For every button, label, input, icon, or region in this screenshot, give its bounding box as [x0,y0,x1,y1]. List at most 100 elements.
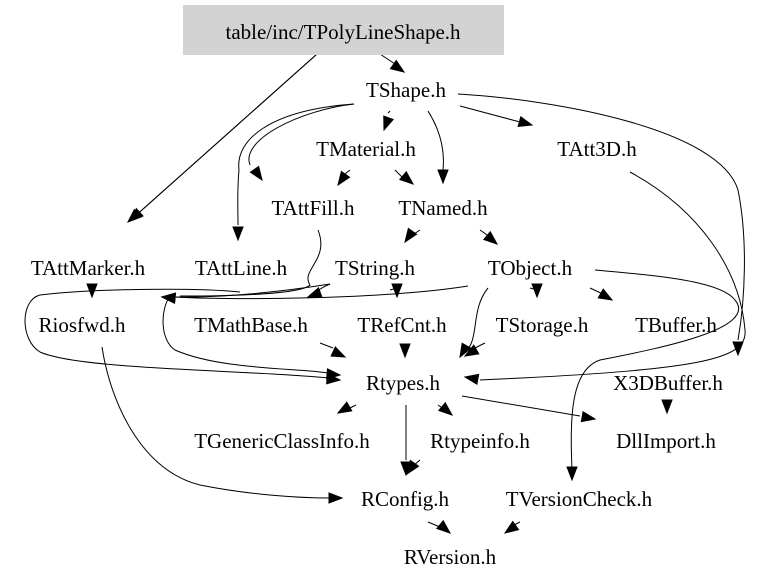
dependency-edge [427,521,441,528]
dependency-edge [461,395,581,417]
node-label: TString.h [335,256,415,280]
node-label: TGenericClassInfo.h [194,429,370,453]
graph-node-x3dbuffer[interactable]: X3DBuffer.h [613,371,723,395]
node-label: TAttFill.h [272,196,355,220]
graph-node-root[interactable]: table/inc/TPolyLineShape.h [183,5,504,55]
arrowhead-icon [337,170,351,187]
dependency-edge [101,346,331,499]
node-label: Rtypes.h [366,371,441,395]
arrowhead-icon [160,292,176,304]
node-label: table/inc/TPolyLineShape.h [225,20,461,44]
arrowhead-icon [463,344,480,357]
graph-node-dllimport[interactable]: DllImport.h [616,429,716,453]
arrowhead-icon [399,343,411,359]
graph-node-tattmarker[interactable]: TAttMarker.h [31,256,146,280]
node-label: TAttMarker.h [31,256,146,280]
graph-node-tatt3d[interactable]: TAtt3D.h [557,137,637,161]
root-node-box [183,5,504,55]
graph-node-tmathbase[interactable]: TMathBase.h [194,313,308,337]
node-label: TVersionCheck.h [506,487,653,511]
arrowhead-icon [437,401,454,416]
graph-node-tnamed[interactable]: TNamed.h [398,196,488,220]
dependency-edge [237,103,355,226]
arrowhead-icon [330,346,347,358]
dependency-edge [319,342,334,349]
arrowhead-icon [597,288,614,301]
node-label: TBuffer.h [635,313,717,337]
node-label: Riosfwd.h [39,313,126,337]
graph-node-tversioncheck[interactable]: TVersionCheck.h [506,487,653,511]
arrowhead-icon [389,59,406,73]
arrowhead-icon [566,466,578,482]
node-label: TNamed.h [398,196,488,220]
graph-node-rtypes[interactable]: Rtypes.h [366,371,441,395]
node-label: Rtypeinfo.h [430,429,530,453]
arrowhead-icon [249,165,263,182]
graph-node-tgenericclassinfo[interactable]: TGenericClassInfo.h [194,429,370,453]
arrowhead-icon [503,520,520,534]
dependency-edge [474,342,486,349]
arrowhead-icon [391,283,403,299]
node-label: TAttLine.h [195,256,288,280]
dependency-edge [174,283,331,298]
graph-node-rversion[interactable]: RVersion.h [404,545,497,569]
arrowhead-icon [531,283,543,299]
dependency-edge [459,105,521,123]
dependency-edge [39,288,241,296]
graph-node-trefcnt[interactable]: TRefCnt.h [357,313,447,337]
graph-node-tbuffer[interactable]: TBuffer.h [635,313,717,337]
graph-node-tmaterial[interactable]: TMaterial.h [316,137,416,161]
edges-layer [24,53,746,534]
node-label: TObject.h [488,256,573,280]
node-label: TMaterial.h [316,137,416,161]
graph-node-rtypeinfo[interactable]: Rtypeinfo.h [430,429,530,453]
arrowhead-icon [328,492,344,504]
node-label: TMathBase.h [194,313,308,337]
arrowhead-icon [661,399,673,415]
graph-node-riosfwd[interactable]: Riosfwd.h [39,313,126,337]
arrowhead-icon [435,519,452,534]
dependency-edge [464,287,489,353]
arrowhead-icon [336,401,353,414]
node-label: TRefCnt.h [357,313,447,337]
dependency-edge [570,269,739,471]
arrowhead-icon [406,459,420,476]
arrowhead-icon [383,115,394,132]
node-label: RConfig.h [361,487,450,511]
graph-node-rconfig[interactable]: RConfig.h [361,487,450,511]
arrowhead-icon [398,170,415,185]
dependency-edge [457,93,745,341]
dependency-edge [132,53,318,219]
node-label: RVersion.h [404,545,497,569]
graph-node-tshape[interactable]: TShape.h [366,78,446,102]
node-label: TShape.h [366,78,446,102]
node-label: TAtt3D.h [557,137,637,161]
node-label: DllImport.h [616,429,716,453]
dependency-edge [179,229,322,297]
arrowhead-icon [459,342,472,359]
graph-node-tobject[interactable]: TObject.h [488,256,573,280]
dependency-edge [174,285,469,300]
graph-node-tattfill[interactable]: TAttFill.h [272,196,355,220]
arrowhead-icon [86,283,98,299]
dependency-edge [162,295,329,374]
arrowhead-icon [326,368,342,380]
graph-node-tstorage[interactable]: TStorage.h [496,313,589,337]
arrowhead-icon [232,226,244,242]
dependency-edge [479,171,746,381]
arrowhead-icon [482,230,499,245]
nodes-layer: table/inc/TPolyLineShape.hTShape.hTMater… [31,5,723,569]
graph-node-tstring[interactable]: TString.h [335,256,415,280]
dependency-edge [248,103,355,166]
dependency-edge [24,294,329,379]
arrowhead-icon [126,208,142,223]
graph-node-tattline[interactable]: TAttLine.h [195,256,288,280]
node-label: X3DBuffer.h [613,371,723,395]
arrowhead-icon [437,169,449,185]
arrowhead-icon [517,115,534,128]
arrowhead-icon [463,373,480,385]
arrowhead-icon [404,227,418,244]
dependency-edge [387,110,391,114]
arrowhead-icon [580,411,597,423]
